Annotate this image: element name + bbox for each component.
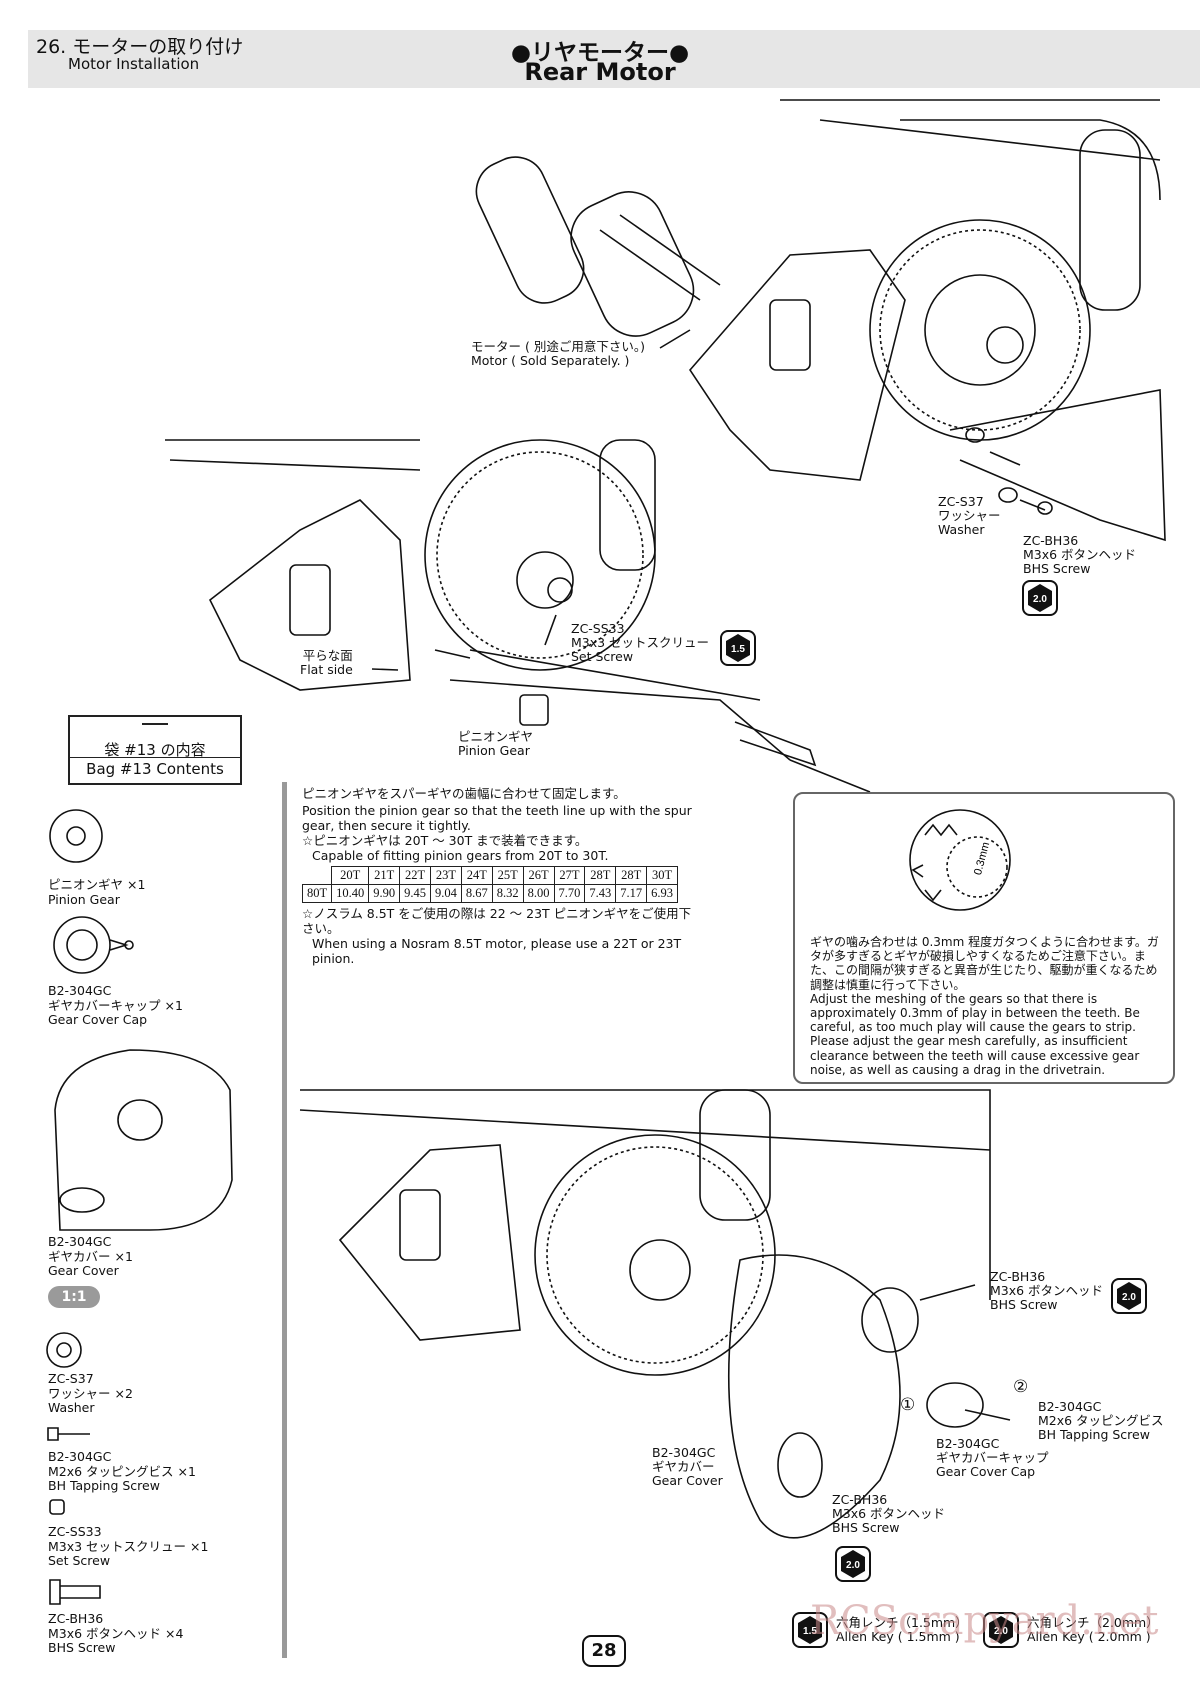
hex-key-2-0-icon: 2.0 [835,1546,871,1582]
step-title-jp: 26. モーターの取り付け [36,36,244,58]
label-flat-side: 平らな面 Flat side [300,648,353,677]
hex-key-2-0-icon: 2.0 [1022,580,1058,616]
ratio-head-2: 21T [368,866,401,885]
svg-text:2.0: 2.0 [1122,1292,1136,1303]
hex-key-2-0-icon: 2.0 [983,1612,1019,1648]
gear-mesh-callout [793,792,1175,1084]
part-tapping-screw: B2-304GC M2x6 タッピングビス ×1 BH Tapping Scre… [48,1449,196,1493]
svg-text:2.0: 2.0 [994,1626,1008,1637]
section-title-jp: ●リヤモーター● [510,40,690,66]
gear-mesh-icon: 0.3mm [909,809,1011,911]
ratio-head-1: 20T [331,866,370,885]
label-set-screw: ZC-SS33 M3x3 セットスクリュー Set Screw [571,621,710,664]
label-tapping-screw: B2-304GC M2x6 タッピングビス BH Tapping Screw [1038,1399,1164,1442]
ratio-head-3: 22T [399,866,432,885]
label-bhs-screw-top: ZC-BH36 M3x6 ボタンヘッド BHS Screw [1023,533,1137,576]
part-bhs-screw: ZC-BH36 M3x6 ボタンヘッド ×4 BHS Screw [48,1611,184,1655]
ratio-cell-1: 10.40 [331,884,370,903]
part-gear-cover-cap: B2-304GC ギヤカバーキャップ ×1 Gear Cover Cap [48,983,183,1027]
ratio-cell-8: 7.70 [553,884,586,903]
hex-key-1-5-icon: 1.5 [720,630,756,666]
ratio-cell-3: 9.45 [399,884,432,903]
part-washer: ZC-S37 ワッシャー ×2 Washer [48,1371,133,1415]
part-pinion-gear: ピニオンギヤ ×1 Pinion Gear [48,877,146,907]
ratio-head-6: 25T [491,866,524,885]
label-bhs-screw-right: ZC-BH36 M3x6 ボタンヘッド BHS Screw [990,1269,1104,1312]
hex-key-1-5-icon: 1.5 [792,1612,828,1648]
bag-divider [70,757,240,758]
note-line-5: ☆ノスラム 8.5T をご使用の際は 22 ～ 23T ピニオンギヤをご使用下さ… [302,906,692,936]
ratio-head-7: 26T [522,866,555,885]
ratio-head-8: 27T [553,866,586,885]
scale-badge: 1:1 [48,1286,100,1308]
pinion-note: ピニオンギヤをスパーギヤの歯幅に合わせて固定します。 Position the … [301,786,702,966]
header-band [28,30,1200,88]
note-line-3: ☆ピニオンギヤは 20T ～ 30T まで装着できます。 [302,833,588,848]
svg-text:2.0: 2.0 [846,1560,860,1571]
diagram-gear-cover [299,1089,1011,1539]
gear-ratio-header-row: 20T 21T 22T 23T 24T 25T 26T 27T 28T 28T … [302,866,679,885]
svg-text:0.3mm: 0.3mm [972,841,992,877]
ratio-cell-0: 80T [301,884,333,903]
bag-title-jp: 袋 #13 の内容 [104,741,206,759]
bag-part-icons [46,809,233,1605]
note-line-1: ピニオンギヤをスパーギヤの歯幅に合わせて固定します。 [302,786,626,801]
bag-contents-box: 袋 #13 の内容 Bag #13 Contents [68,715,242,785]
section-title-en: Rear Motor [524,58,676,86]
label-bhs-screw-bottom: ZC-BH36 M3x6 ボタンヘッド BHS Screw [832,1492,946,1535]
label-pinion-gear: ピニオンギヤ Pinion Gear [458,729,534,758]
ratio-cell-7: 8.00 [522,884,555,903]
bag-dash [142,723,168,725]
part-gear-cover: B2-304GC ギヤカバー ×1 Gear Cover [48,1234,133,1278]
svg-text:1.5: 1.5 [803,1626,817,1637]
watermark: RCScrapyard.net [810,1598,1159,1644]
ratio-cell-11: 6.93 [646,884,679,903]
gear-ratio-value-row: 80T 10.40 9.90 9.45 9.04 8.67 8.32 8.00 … [301,884,679,903]
diagram-pinion-setting [165,439,817,767]
ratio-head-4: 23T [430,866,462,885]
svg-text:1.5: 1.5 [731,644,745,655]
ratio-head-11: 30T [646,866,679,885]
note-line-2: Position the pinion gear so that the tee… [302,803,692,833]
gear-ratio-table: 20T 21T 22T 23T 24T 25T 26T 27T 28T 28T … [301,866,679,903]
gear-mesh-text: ギヤの噛み合わせは 0.3mm 程度ガタつくように合わせます。ガタが多すぎるとギ… [810,935,1159,1077]
part-set-screw: ZC-SS33 M3x3 セットスクリュー ×1 Set Screw [48,1524,209,1568]
ratio-cell-2: 9.90 [368,884,401,903]
ratio-cell-4: 9.04 [430,884,462,903]
ratio-cell-5: 8.67 [460,884,493,903]
ratio-head-0 [302,866,333,885]
label-gear-cover: B2-304GC ギヤカバー Gear Cover [652,1445,723,1488]
tool-allen-key-1-5: 六角レンチ（1.5mm） Allen Key ( 1.5mm ) [836,1615,968,1644]
step-title-en: Motor Installation [68,55,200,73]
ratio-cell-10: 7.17 [615,884,648,903]
ratio-head-5: 24T [460,866,493,885]
hex-key-2-0-icon: 2.0 [1111,1278,1147,1314]
ratio-head-9: 28T [584,866,617,885]
ratio-cell-9: 7.43 [584,884,617,903]
section-divider [282,782,287,1658]
svg-text:2.0: 2.0 [1033,594,1047,605]
label-washer: ZC-S37 ワッシャー Washer [938,494,1001,537]
step-number-2: ② [1013,1377,1029,1397]
label-motor: モーター ( 別途ご用意下さい。) Motor ( Sold Separatel… [471,339,645,368]
diagram-motor-mounting [475,99,1166,542]
bag-title-en: Bag #13 Contents [86,760,224,778]
step-number-1: ① [900,1395,916,1415]
note-line-4: Capable of fitting pinion gears from 20T… [312,848,609,863]
page-number: 28 [582,1635,626,1667]
label-gear-cover-cap: B2-304GC ギヤカバーキャップ Gear Cover Cap [936,1436,1049,1479]
ratio-cell-6: 8.32 [491,884,524,903]
note-line-6: When using a Nosram 8.5T motor, please u… [312,936,682,966]
ratio-head-10: 28T [615,866,648,885]
tool-allen-key-2-0: 六角レンチ（2.0mm） Allen Key ( 2.0mm ) [1027,1615,1159,1644]
